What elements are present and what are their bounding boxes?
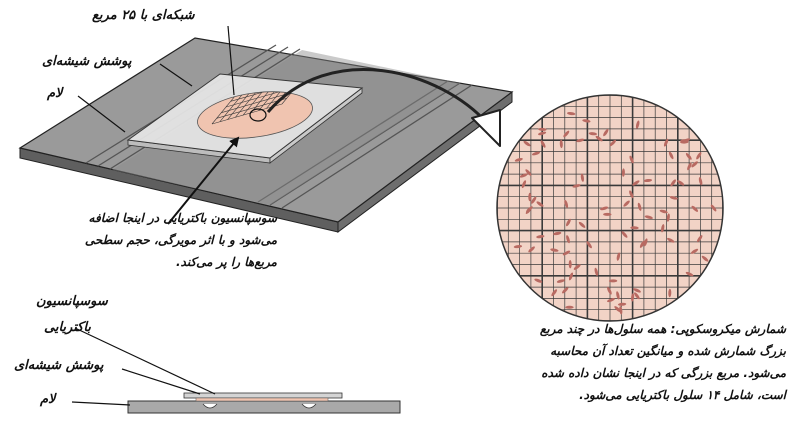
suspension-note-line-2: می‌شود و با اثر مویرگی، حجم سطحی — [84, 233, 277, 247]
side-well-left — [202, 403, 218, 409]
counting-note-line-3: می‌شود. مربع بزرگی که در اینجا نشان داده… — [541, 366, 786, 380]
grid-label: شبکه‌ای با ۲۵ مربع — [92, 8, 195, 23]
suspension-pool — [197, 91, 313, 139]
side-suspension-label-2: باکتریایی — [44, 320, 91, 335]
side-well-right — [301, 403, 317, 409]
counting-note-line-2: بزرگ شمارش شده و میانگین تعداد آن محاسبه — [550, 344, 786, 358]
counting-note: شمارش میکروسکوپی: همه سلول‌ها در چند مرب… — [474, 318, 786, 406]
magnify-arrow — [266, 67, 490, 125]
suspension-note-line-1: سوسپانسیون باکتریایی در اینجا اضافه — [88, 211, 277, 225]
side-suspension — [195, 397, 329, 402]
suspension-note: سوسپانسیون باکتریایی در اینجا اضافه می‌ش… — [62, 207, 277, 273]
slide-side-view — [127, 392, 401, 414]
suspension-pointer — [167, 136, 240, 225]
side-slide-label: لام — [40, 392, 56, 407]
bacterial-cells — [513, 112, 717, 315]
counting-note-line-4: است، شامل ۱۴ سلول باکتریایی می‌شود. — [579, 388, 786, 402]
side-slide — [127, 400, 401, 414]
slide-perspective — [18, 37, 514, 233]
slide-grooves — [85, 44, 473, 209]
side-coverslip-label: پوشش شیشه‌ای — [14, 358, 104, 373]
coverslip-label: پوشش شیشه‌ای — [42, 54, 132, 69]
magnified-view-border — [496, 94, 724, 322]
side-suspension-label-1: سوسپانسیون — [36, 294, 108, 309]
magnify-arrow-head — [471, 109, 501, 147]
counting-note-line-1: شمارش میکروسکوپی: همه سلول‌ها در چند مرب… — [539, 322, 786, 336]
slide-label: لام — [47, 86, 63, 101]
side-coverslip — [183, 392, 343, 399]
magnified-square-marker — [249, 108, 267, 122]
magnified-view — [496, 94, 724, 322]
leader-lines — [71, 25, 235, 406]
suspension-note-line-3: مربع‌ها را پر می‌کند. — [175, 255, 277, 269]
